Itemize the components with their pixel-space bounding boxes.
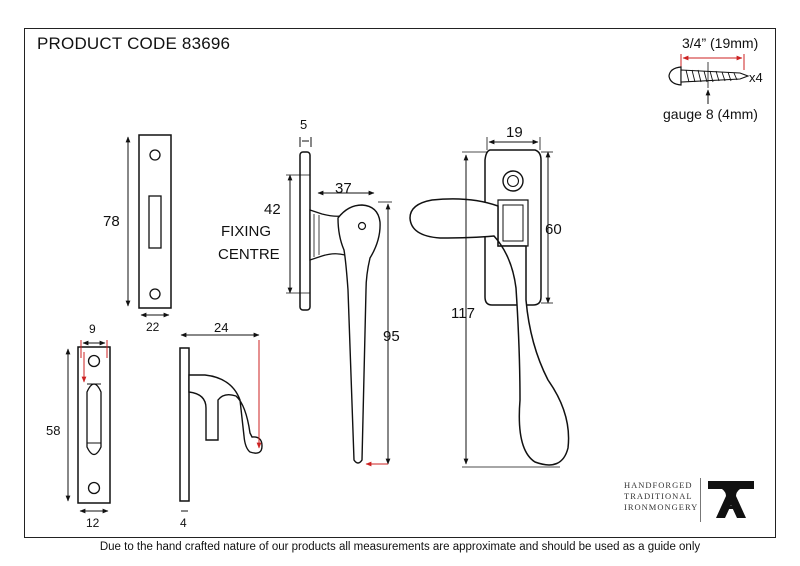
front-handle [409,198,570,466]
screw-quantity: x4 [749,70,763,85]
screw-head [668,66,682,86]
hook-reach-label: 24 [214,320,228,335]
backplate [299,151,311,311]
screw-gauge-label: gauge 8 (4mm) [663,106,758,122]
fastener-side-view: 5 37 42 FIXING CENTRE 95 [218,117,400,467]
logo-line-3: IRONMONGERY [624,502,699,512]
logo-line-1: HANDFORGED [624,480,693,490]
small-keep-height-label: 58 [46,423,60,438]
anvil-icon [708,481,754,518]
screw-diagram: 3/4” (19mm) x4 gauge 8 (4mm) [663,35,763,122]
plate-thickness-label: 5 [300,117,307,132]
fastener-front-view: 19 60 117 [409,124,570,468]
hook-thickness-label: 4 [180,516,187,530]
drawing-frame [24,28,776,538]
brand-logo: HANDFORGED TRADITIONAL IRONMONGERY [618,478,768,524]
small-keep-depth-label: 12 [86,516,100,530]
logo-divider [700,478,701,522]
front-plate-height-label: 60 [545,221,562,238]
keep-plate: 78 22 [103,134,172,334]
small-keep-width-label: 9 [89,322,96,336]
handle-projection-label: 37 [335,180,352,197]
small-keep: 9 58 12 [46,322,111,530]
screw-length-label: 3/4” (19mm) [682,35,758,51]
keep-height-label: 78 [103,213,120,230]
screw-shank [680,69,750,83]
product-code: PRODUCT CODE 83696 [37,34,231,53]
fixing-centre-label-line2: CENTRE [218,246,280,263]
handle-side [337,204,381,464]
disclaimer-footer: Due to the hand crafted nature of our pr… [99,541,701,553]
fixing-centre-label-line1: FIXING [221,223,271,240]
front-width-label: 19 [506,124,523,141]
keep-width-label: 22 [146,320,160,334]
fixing-centre-value: 42 [264,201,281,218]
handle-length-label: 95 [383,328,400,345]
logo-line-2: TRADITIONAL [624,491,693,501]
overall-length-label: 117 [451,305,475,322]
hook-keep: 24 4 [179,320,263,530]
